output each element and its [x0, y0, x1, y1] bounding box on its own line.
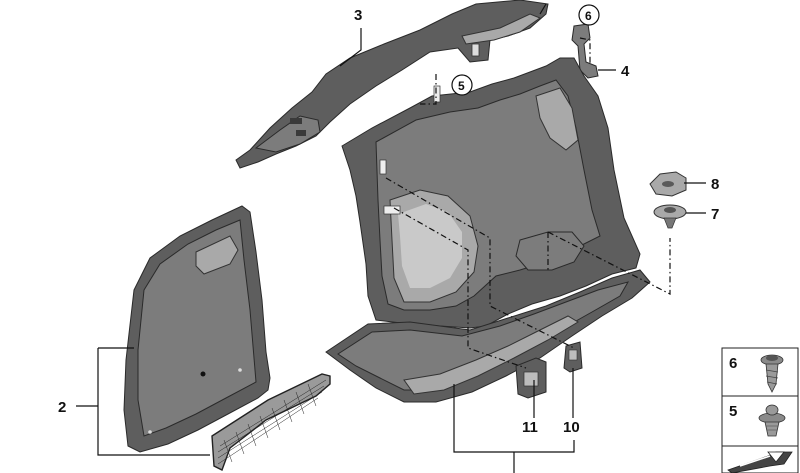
part-11-clip — [515, 357, 547, 399]
load-floor-trim — [325, 269, 651, 403]
legend-label-6: 6 — [729, 355, 737, 372]
screw-icon — [760, 354, 784, 393]
circled-ref-5-label: 5 — [458, 79, 465, 93]
legend-label-5: 5 — [729, 403, 737, 420]
circled-ref-6-label: 6 — [585, 9, 592, 23]
callout-8: 8 — [711, 176, 719, 193]
part-10-clip — [563, 341, 583, 373]
arrow-icon — [727, 451, 793, 473]
part-2-side-cover — [123, 205, 271, 453]
assembly-lines — [385, 37, 671, 369]
callout-2: 2 — [58, 399, 66, 416]
callout-4: 4 — [621, 63, 630, 80]
storage-net — [211, 373, 331, 471]
part-4-bracket — [571, 23, 599, 79]
legend-box: 6 5 — [721, 347, 799, 473]
main-side-trim-panel — [341, 57, 641, 329]
circled-ref-5: 5 — [451, 74, 473, 96]
callout-3: 3 — [354, 7, 362, 24]
callout-10: 10 — [563, 419, 580, 436]
leader-lines — [76, 3, 706, 473]
clip-icon — [758, 404, 786, 437]
callout-11: 11 — [522, 419, 538, 436]
circled-ref-6: 6 — [578, 4, 600, 26]
callout-7: 7 — [711, 206, 719, 223]
part-8-fastener — [649, 171, 687, 197]
part-3-upper-trim — [235, 0, 549, 169]
callouts: 3 4 8 7 2 11 10 — [58, 7, 719, 436]
part-7-fastener — [653, 204, 687, 229]
